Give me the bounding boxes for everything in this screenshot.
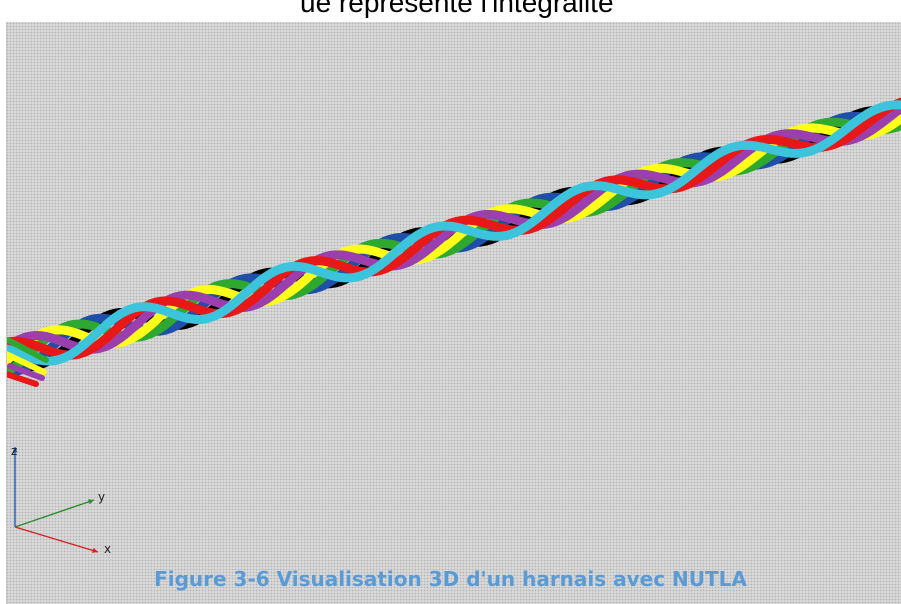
3d-viewport[interactable]: z y x [6,22,901,604]
harness-wire-end [6,337,49,363]
x-axis [14,526,99,553]
harness-render [6,97,901,553]
y-axis-arrowhead [88,499,94,505]
cropped-caption-text: ue représente l'intégralité [300,0,614,18]
harness-wire-end [7,363,45,381]
figure-caption: Figure 3-6 Visualisation 3D d'un harnais… [154,567,747,591]
harness-wire [6,117,901,378]
harness-wire [6,100,901,366]
z-axis-label: z [11,444,18,458]
harness-wire-end [6,371,39,387]
x-axis-arrowhead [92,547,98,553]
x-axis-label: x [104,542,112,556]
y-axis-label: y [98,490,106,504]
harness-wire [6,114,901,368]
y-axis [14,499,95,528]
harness-wire-end [6,351,47,375]
z-axis-arrowhead [12,447,18,453]
